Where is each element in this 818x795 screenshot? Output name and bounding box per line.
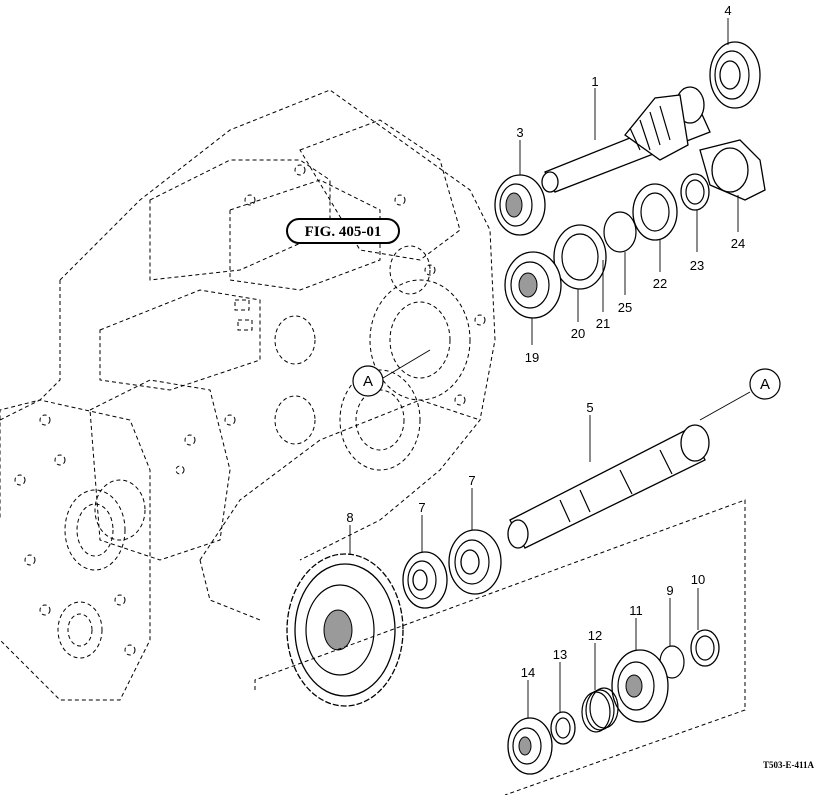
- label-part-24: 24: [731, 236, 745, 251]
- label-part-21: 21: [596, 316, 610, 331]
- part-12-spring: [581, 687, 619, 733]
- callout-a-right: A: [699, 368, 781, 421]
- label-part-5: 5: [586, 400, 593, 415]
- part-1-pinion-shaft: [541, 86, 711, 193]
- label-part-13: 13: [553, 647, 567, 662]
- label-part-25: 25: [618, 300, 632, 315]
- label-part-3: 3: [516, 125, 523, 140]
- part-22-seal: [632, 183, 678, 241]
- label-part-19: 19: [525, 350, 539, 365]
- label-part-1: 1: [591, 74, 598, 89]
- part-3-bearing: [494, 174, 546, 236]
- figure-reference-label[interactable]: FIG. 405-01: [286, 218, 400, 244]
- svg-text:FIG. 405-01: FIG. 405-01: [305, 224, 382, 240]
- drawing-code: T503-E-411A: [763, 760, 815, 770]
- label-part-20: 20: [571, 326, 585, 341]
- part-7-bearing-a: [448, 529, 502, 595]
- part-23-ring: [680, 173, 710, 211]
- svg-text:A: A: [363, 373, 373, 390]
- label-part-11: 11: [629, 603, 643, 618]
- part-19-bearing: [504, 251, 562, 319]
- label-part-7b: 7: [468, 473, 475, 488]
- assembly-group-outline: [254, 499, 746, 795]
- label-part-9: 9: [666, 583, 673, 598]
- part-20-sleeve: [553, 224, 607, 290]
- part-25-snap-ring: [603, 211, 637, 253]
- label-part-12: 12: [588, 628, 602, 643]
- part-14-bearing: [507, 717, 553, 775]
- label-part-14: 14: [521, 665, 535, 680]
- transmission-housing-outline: [0, 89, 496, 701]
- svg-text:A: A: [760, 376, 770, 393]
- part-7-bearing-b: [402, 551, 448, 609]
- label-part-7a: 7: [418, 500, 425, 515]
- label-part-22: 22: [653, 276, 667, 291]
- part-number-labels: 4 1 3 24 23 22 25 21 20 19 5 7 7 8 10 9 …: [346, 3, 745, 680]
- part-8-gear: [286, 553, 404, 707]
- part-11-hub: [611, 649, 669, 723]
- part-4-bearing: [709, 41, 761, 109]
- label-part-8: 8: [346, 510, 353, 525]
- part-24-cover-plate: [699, 139, 766, 201]
- label-part-4: 4: [724, 3, 731, 18]
- callout-a-left: A: [352, 349, 431, 397]
- part-13-washer: [550, 711, 576, 745]
- leader-lines: [349, 18, 739, 718]
- part-5-output-shaft: [507, 424, 710, 549]
- part-10-washer: [690, 629, 720, 667]
- label-part-10: 10: [691, 572, 705, 587]
- label-part-23: 23: [690, 258, 704, 273]
